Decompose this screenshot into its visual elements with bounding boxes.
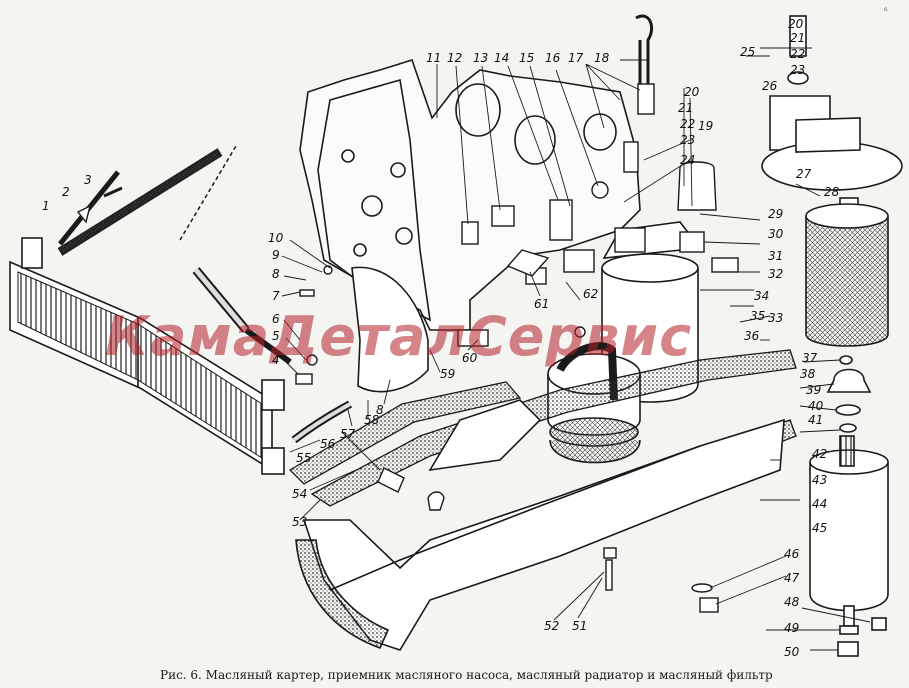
callout-21: 21 bbox=[790, 31, 806, 45]
callout-12: 12 bbox=[447, 51, 463, 65]
callout-54: 54 bbox=[292, 487, 308, 501]
callout-7: 7 bbox=[272, 289, 280, 303]
callout-41: 41 bbox=[808, 413, 824, 427]
callout-25: 25 bbox=[740, 45, 756, 59]
callout-50: 50 bbox=[784, 645, 800, 659]
callout-18: 18 bbox=[594, 51, 610, 65]
callout-6: 6 bbox=[272, 312, 280, 326]
callout-13: 13 bbox=[473, 51, 489, 65]
callout-36: 36 bbox=[744, 329, 760, 343]
callout-9: 9 bbox=[272, 248, 280, 262]
watermark: КамаДеталСервис bbox=[105, 305, 693, 368]
callout-51: 51 bbox=[572, 619, 588, 633]
fittings bbox=[457, 14, 739, 347]
callout-61: 61 bbox=[534, 297, 550, 311]
radiator-hose bbox=[179, 145, 353, 444]
callout-1: 1 bbox=[42, 199, 50, 213]
callout-62: 62 bbox=[583, 287, 599, 301]
callout-34: 34 bbox=[754, 289, 770, 303]
callout-28: 28 bbox=[824, 185, 840, 199]
callout-35: 35 bbox=[750, 309, 766, 323]
leader-lines bbox=[279, 47, 871, 651]
callout-45: 45 bbox=[812, 521, 828, 535]
callout-47: 47 bbox=[784, 571, 800, 585]
callout-16: 16 bbox=[545, 51, 561, 65]
callout-46: 46 bbox=[784, 547, 800, 561]
callout-27: 27 bbox=[796, 167, 812, 181]
callout-26: 26 bbox=[762, 79, 778, 93]
callout-15: 15 bbox=[519, 51, 535, 65]
callout-55: 55 bbox=[296, 451, 312, 465]
callout-22: 22 bbox=[680, 117, 696, 131]
callout-49: 49 bbox=[784, 621, 800, 635]
callout-29: 29 bbox=[768, 207, 784, 221]
callout-23: 23 bbox=[790, 63, 806, 77]
callout-17: 17 bbox=[568, 51, 584, 65]
callout-53: 53 bbox=[292, 515, 308, 529]
figure-caption: Рис. 6. Масляный картер, приемник маслян… bbox=[160, 668, 773, 682]
callout-8: 8 bbox=[376, 403, 384, 417]
callout-10: 10 bbox=[268, 231, 284, 245]
callout-37: 37 bbox=[802, 351, 818, 365]
callout-44: 44 bbox=[812, 497, 828, 511]
engine-block bbox=[299, 59, 641, 393]
callout-48: 48 bbox=[784, 595, 800, 609]
callout-59: 59 bbox=[440, 367, 456, 381]
oil-radiator bbox=[9, 237, 285, 475]
callout-52: 52 bbox=[544, 619, 560, 633]
corner-mark: е bbox=[884, 6, 888, 13]
callout-60: 60 bbox=[462, 351, 478, 365]
callout-40: 40 bbox=[808, 399, 824, 413]
callout-30: 30 bbox=[768, 227, 784, 241]
callout-22: 22 bbox=[790, 47, 806, 61]
callout-21: 21 bbox=[678, 101, 694, 115]
callout-14: 14 bbox=[494, 51, 510, 65]
callout-11: 11 bbox=[426, 51, 442, 65]
callout-2: 2 bbox=[62, 185, 70, 199]
callout-19: 19 bbox=[698, 119, 714, 133]
oil-filter bbox=[761, 15, 903, 657]
radiator-tube bbox=[57, 148, 223, 256]
callout-23: 23 bbox=[680, 133, 696, 147]
callout-5: 5 bbox=[272, 329, 280, 343]
callout-3: 3 bbox=[84, 173, 92, 187]
callout-4: 4 bbox=[272, 353, 280, 367]
callout-32: 32 bbox=[768, 267, 784, 281]
callout-31: 31 bbox=[768, 249, 784, 263]
callout-33: 33 bbox=[768, 311, 784, 325]
callout-20: 20 bbox=[788, 17, 804, 31]
callout-39: 39 bbox=[806, 383, 822, 397]
callout-43: 43 bbox=[812, 473, 828, 487]
callout-20: 20 bbox=[684, 85, 700, 99]
callout-8: 8 bbox=[272, 267, 280, 281]
callout-24: 24 bbox=[680, 153, 696, 167]
callout-42: 42 bbox=[812, 447, 828, 461]
small-parts bbox=[295, 265, 719, 613]
oil-pan bbox=[295, 399, 785, 651]
callout-38: 38 bbox=[800, 367, 816, 381]
callout-57: 57 bbox=[340, 427, 356, 441]
callout-56: 56 bbox=[320, 437, 336, 451]
callout-58: 58 bbox=[364, 413, 380, 427]
